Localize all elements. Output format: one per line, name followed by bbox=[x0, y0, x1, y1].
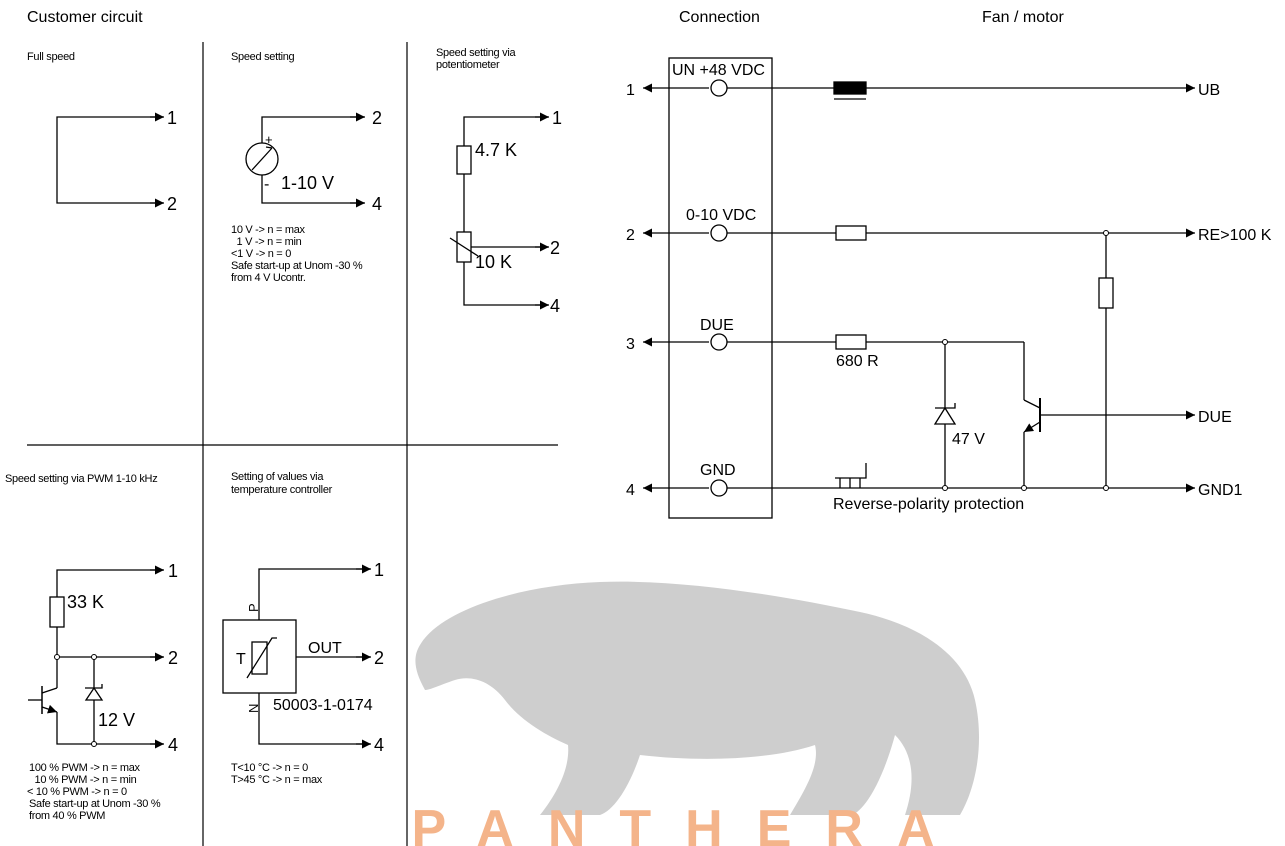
panel-pwm: Speed setting via PWM 1-10 kHz 33 K 12 V… bbox=[5, 473, 178, 822]
controller-n-label: N bbox=[246, 704, 261, 713]
speed-setting-pin-2: 2 bbox=[372, 108, 382, 128]
terminal-4 bbox=[710, 479, 728, 497]
reverse-polarity-label: Reverse-polarity protection bbox=[833, 496, 1024, 513]
full-speed-pin-1: 1 bbox=[167, 108, 177, 128]
full-speed-pin-2: 2 bbox=[167, 194, 177, 214]
resistor-4-7k bbox=[456, 145, 472, 175]
temperature-pin-1: 1 bbox=[374, 560, 384, 580]
output-gnd1: GND1 bbox=[1198, 482, 1243, 499]
terminal-1 bbox=[710, 79, 728, 97]
potentiometer-10k-label: 10 K bbox=[475, 252, 512, 272]
panel-potentiometer: Speed setting via potentiometer 4.7 K 10… bbox=[436, 47, 562, 316]
zener-12v-label: 12 V bbox=[98, 710, 135, 730]
source-plus-sign: + bbox=[265, 132, 272, 147]
resistor-680r bbox=[835, 334, 867, 350]
temperature-note-2: T>45 °C -> n = max bbox=[231, 774, 323, 786]
temperature-title-1: Setting of values via bbox=[231, 471, 324, 483]
connection-block: 1 2 3 4 UN +48 VDC 0-10 VDC DUE GND bbox=[626, 57, 773, 519]
speed-setting-note-5: from 4 V Ucontr. bbox=[231, 272, 306, 284]
temperature-title-2: temperature controller bbox=[231, 484, 333, 496]
watermark-text: PANTHERA bbox=[411, 800, 968, 846]
connection-terminal-box bbox=[668, 57, 773, 519]
fan-motor-header: Fan / motor bbox=[982, 9, 1064, 26]
full-speed-title: Full speed bbox=[27, 51, 75, 63]
fuse-symbol bbox=[833, 81, 867, 95]
controller-out-label: OUT bbox=[308, 640, 342, 657]
potentiometer-title-2: potentiometer bbox=[436, 59, 500, 71]
potentiometer-pin-1: 1 bbox=[552, 108, 562, 128]
pin-2-number: 2 bbox=[626, 227, 635, 244]
potentiometer-pin-4: 4 bbox=[550, 296, 560, 316]
pin-3-label: DUE bbox=[700, 317, 734, 334]
resistor-33k-label: 33 K bbox=[67, 592, 104, 612]
speed-setting-note-4: Safe start-up at Unom -30 % bbox=[231, 260, 363, 272]
pin-1-label: UN +48 VDC bbox=[672, 62, 765, 79]
connection-header: Connection bbox=[679, 9, 760, 26]
terminal-3 bbox=[710, 333, 728, 351]
potentiometer-pin-2: 2 bbox=[550, 238, 560, 258]
voltage-source-symbol bbox=[245, 142, 279, 176]
pin-1-number: 1 bbox=[626, 82, 635, 99]
source-voltage-label: 1-10 V bbox=[281, 173, 334, 193]
terminal-2 bbox=[710, 224, 728, 242]
motor-junctions bbox=[942, 230, 1109, 491]
controller-p-label: P bbox=[246, 604, 261, 612]
output-due: DUE bbox=[1198, 409, 1232, 426]
speed-setting-note-2: 1 V -> n = min bbox=[231, 236, 302, 248]
pin-3-number: 3 bbox=[626, 336, 635, 353]
panel-grid bbox=[27, 42, 558, 846]
panel-speed-setting: Speed setting + - 1-10 V 2 4 10 V -> n =… bbox=[231, 51, 382, 284]
pwm-pin-2: 2 bbox=[168, 648, 178, 668]
output-re: RE>100 K bbox=[1198, 227, 1272, 244]
resistor-2 bbox=[835, 225, 867, 241]
speed-setting-note-3: <1 V -> n = 0 bbox=[231, 248, 291, 260]
pwm-title: Speed setting via PWM 1-10 kHz bbox=[5, 473, 157, 485]
panel-temperature: Setting of values via temperature contro… bbox=[222, 471, 384, 786]
controller-part-number: 50003-1-0174 bbox=[273, 697, 373, 714]
temperature-pin-4: 4 bbox=[374, 735, 384, 755]
resistor-vertical bbox=[1098, 277, 1114, 309]
pwm-pin-1: 1 bbox=[168, 561, 178, 581]
speed-setting-title: Speed setting bbox=[231, 51, 295, 63]
output-ub: UB bbox=[1198, 82, 1220, 99]
thermistor-t-label: T bbox=[236, 651, 246, 668]
pwm-note-5: from 40 % PWM bbox=[29, 810, 105, 822]
pin-2-label: 0-10 VDC bbox=[686, 207, 756, 224]
pin-4-number: 4 bbox=[626, 482, 635, 499]
pwm-note-4: Safe start-up at Unom -30 % bbox=[29, 798, 161, 810]
resistor-4-7k-label: 4.7 K bbox=[475, 140, 517, 160]
source-minus-sign: - bbox=[264, 176, 269, 193]
resistor-33k bbox=[49, 596, 65, 628]
customer-circuit-header: Customer circuit bbox=[27, 9, 143, 26]
motor-circuit bbox=[727, 81, 1195, 493]
potentiometer-title-1: Speed setting via bbox=[436, 47, 516, 59]
panel-full-speed: Full speed 1 2 bbox=[27, 51, 177, 214]
speed-setting-note-1: 10 V -> n = max bbox=[231, 224, 306, 236]
panther-watermark bbox=[415, 581, 980, 815]
zener-47v-label: 47 V bbox=[952, 431, 985, 448]
temperature-note-1: T<10 °C -> n = 0 bbox=[231, 762, 308, 774]
resistor-680r-label: 680 R bbox=[836, 353, 879, 370]
pwm-note-1: 100 % PWM -> n = max bbox=[29, 762, 141, 774]
pin-4-label: GND bbox=[700, 462, 736, 479]
temperature-pin-2: 2 bbox=[374, 648, 384, 668]
speed-setting-pin-4: 4 bbox=[372, 194, 382, 214]
pwm-note-2: 10 % PWM -> n = min bbox=[29, 774, 137, 786]
pwm-note-3: < 10 % PWM -> n = 0 bbox=[27, 786, 127, 798]
pwm-pin-4: 4 bbox=[168, 735, 178, 755]
